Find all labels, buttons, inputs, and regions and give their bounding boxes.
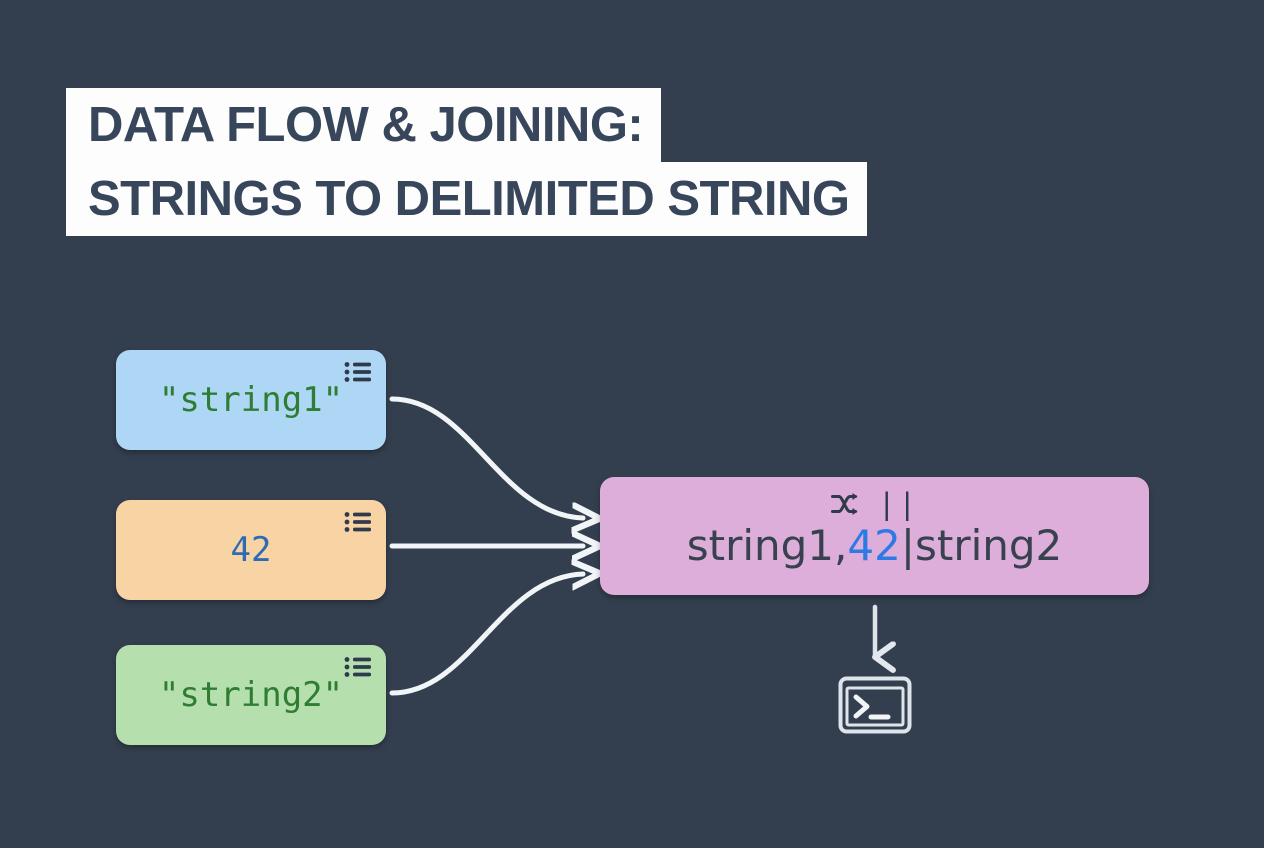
title-line-1: DATA FLOW & JOINING: — [66, 88, 662, 162]
result-text: string1,42|string2 — [600, 521, 1149, 570]
node-number42[interactable]: 42 — [116, 500, 386, 600]
list-icon — [344, 362, 371, 382]
title-line-2: STRINGS TO DELIMITED STRING — [66, 162, 868, 236]
terminal-icon[interactable] — [838, 676, 912, 734]
result-icon-row: || — [600, 489, 1149, 519]
result-segment-1: string1, — [686, 521, 848, 570]
result-segment-number: 42 — [847, 521, 901, 570]
page-title: DATA FLOW & JOINING: STRINGS TO DELIMITE… — [66, 88, 1046, 236]
arrow-string2-to-result — [389, 574, 583, 696]
node-number42-label: 42 — [230, 530, 272, 570]
result-node[interactable]: || string1,42|string2 — [600, 477, 1149, 595]
result-segment-2: |string2 — [900, 521, 1063, 570]
node-string2[interactable]: "string2" — [116, 645, 386, 745]
node-string1[interactable]: "string1" — [116, 350, 386, 450]
list-icon — [344, 512, 371, 532]
list-icon — [344, 657, 371, 677]
shuffle-icon — [831, 493, 858, 515]
node-string1-label: "string1" — [158, 380, 344, 420]
pipe-delimiter-glyph: || — [878, 486, 919, 521]
node-string2-label: "string2" — [158, 675, 344, 715]
arrow-string1-to-result — [389, 396, 583, 518]
